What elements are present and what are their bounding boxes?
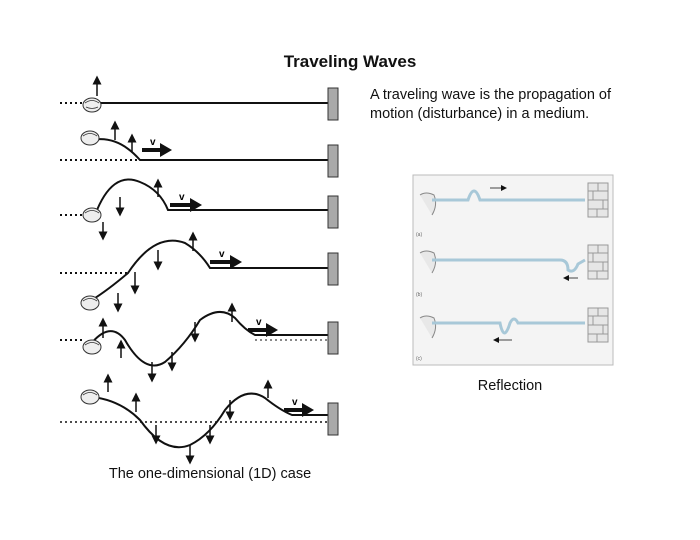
- hand-icon: [80, 389, 100, 405]
- caption-reflection: Reflection: [477, 378, 543, 394]
- velocity-label: v: [150, 137, 156, 148]
- velocity-label: v: [179, 192, 185, 203]
- photo-panel-b: (b): [416, 244, 609, 298]
- photo-panel-a: (a): [416, 182, 609, 238]
- wave-row-3: v: [60, 178, 339, 241]
- photo-panel-c: (c): [416, 307, 609, 362]
- hand-icon: [82, 97, 102, 113]
- rope: [91, 239, 328, 301]
- brick-wall-icon: [587, 244, 609, 280]
- velocity-arrowhead: [302, 403, 314, 417]
- wave-row-2: v: [60, 120, 339, 178]
- wall-block: [327, 402, 339, 436]
- velocity-label: v: [219, 249, 225, 260]
- panel-label: (b): [416, 292, 422, 298]
- rope: [89, 311, 328, 367]
- wave-row-4: v: [60, 231, 339, 313]
- hand-icon: [419, 250, 437, 274]
- description-line-2: motion (disturbance) in a medium.: [370, 106, 590, 122]
- brick-wall-icon: [587, 307, 609, 343]
- hand-icon: [82, 339, 102, 355]
- hand-icon: [82, 207, 102, 223]
- rope: [91, 392, 328, 449]
- velocity-arrowhead: [190, 198, 202, 212]
- reflection-photo: (a) (b) (c): [412, 174, 614, 366]
- velocity-label: v: [256, 317, 262, 328]
- velocity-arrowhead: [160, 143, 172, 157]
- velocity-arrowhead: [266, 323, 278, 337]
- wall-block: [327, 321, 339, 355]
- description: A traveling wave is the propagation of m…: [370, 86, 670, 124]
- velocity-label: v: [292, 397, 298, 408]
- brick-wall-icon: [587, 182, 609, 218]
- wave-row-1: [60, 75, 339, 121]
- wave-row-6: v: [60, 373, 339, 465]
- panel-label: (a): [416, 232, 422, 238]
- rope: [94, 178, 328, 216]
- panel-label: (c): [416, 356, 422, 362]
- hand-icon: [80, 295, 100, 311]
- page-title: Traveling Waves: [283, 52, 417, 71]
- photo-rope: [432, 317, 585, 335]
- photo-frame: [412, 174, 614, 366]
- caption-1d-case: The one-dimensional (1D) case: [108, 466, 312, 482]
- description-line-1: A traveling wave is the propagation of: [370, 87, 612, 103]
- hand-icon: [419, 192, 437, 216]
- velocity-arrowhead: [230, 255, 242, 269]
- photo-rope: [432, 189, 585, 202]
- wave-row-5: v: [60, 302, 339, 383]
- rope: [91, 138, 328, 161]
- wall-block: [327, 252, 339, 286]
- photo-rope: [432, 258, 586, 273]
- wall-block: [327, 144, 339, 178]
- hand-icon: [419, 315, 437, 339]
- hand-icon: [80, 130, 100, 146]
- wall-block: [327, 87, 339, 121]
- wall-block: [327, 195, 339, 229]
